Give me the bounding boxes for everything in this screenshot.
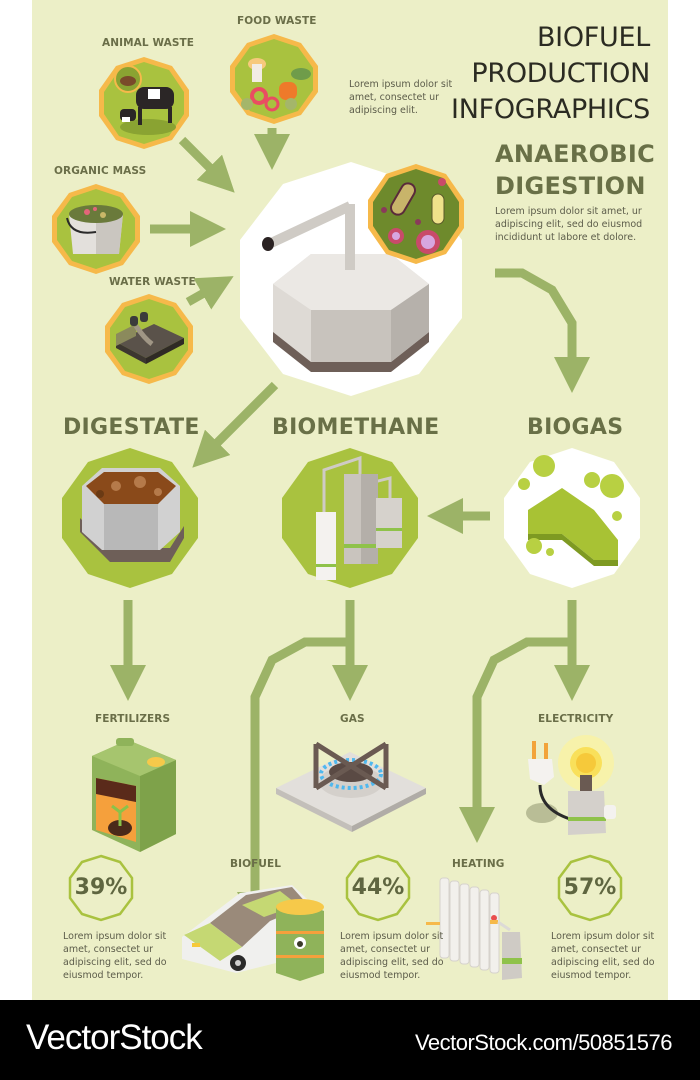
fertilizer-canister-icon	[92, 738, 176, 852]
radiator-icon	[426, 877, 522, 980]
label-fertilizers: FERTILIZERS	[95, 713, 171, 725]
label-animal-waste: ANIMAL WASTE	[102, 37, 195, 49]
label-water-waste: WATER WASTE	[109, 276, 196, 288]
label-heating: HEATING	[452, 858, 505, 870]
watermark-footer: VectorStock VectorStock.com/50851576	[0, 1000, 700, 1080]
gas-burner-icon	[276, 741, 426, 832]
label-biogas: BIOGAS	[527, 415, 624, 440]
label-gas: GAS	[340, 713, 365, 725]
digestion-title: ANAEROBIC DIGESTION	[495, 138, 655, 202]
label-electricity: ELECTRICITY	[538, 713, 614, 725]
plug-bulb-icon	[526, 735, 616, 835]
digestion-title-line-1: ANAEROBIC	[495, 140, 656, 168]
stat-text-3: Lorem ipsum dolor sit amet, consectet ur…	[551, 931, 655, 981]
stat-text-1: Lorem ipsum dolor sit amet, consectet ur…	[63, 931, 167, 981]
car-fuel-barrel-icon	[182, 885, 324, 981]
digestate-tank-icon	[62, 448, 198, 588]
label-organic-mass: ORGANIC MASS	[54, 165, 147, 177]
wastewater-icon	[105, 294, 193, 384]
label-biomethane: BIOMETHANE	[272, 415, 440, 440]
digestion-text: Lorem ipsum dolor sit amet, ur adipiscin…	[495, 206, 643, 243]
stat-ring-1	[68, 854, 134, 922]
flow-arrows	[110, 128, 590, 928]
title-line-2: INFOGRAPHICS	[451, 94, 650, 125]
bacteria-icon	[368, 164, 464, 264]
intro-text: Lorem ipsum dolor sit amet, consectet ur…	[349, 79, 453, 116]
stat-ring-3	[557, 854, 623, 922]
organic-bucket-icon	[52, 184, 140, 274]
biomethane-plant-icon	[282, 448, 418, 588]
stat-text-2: Lorem ipsum dolor sit amet, consectet ur…	[340, 931, 444, 981]
food-scraps-icon	[230, 34, 318, 124]
title-line-1: BIOFUEL PRODUCTION	[471, 22, 650, 89]
stat-value-2: 44%	[351, 875, 405, 900]
page-title: BIOFUEL PRODUCTION INFOGRAPHICS	[355, 20, 650, 128]
label-biofuel: BIOFUEL	[230, 858, 282, 870]
biogas-cloud-icon	[504, 448, 640, 588]
label-food-waste: FOOD WASTE	[237, 15, 317, 27]
stat-ring-2	[345, 854, 411, 922]
footer-brand: VectorStock	[26, 1018, 203, 1057]
stat-value-3: 57%	[563, 875, 617, 900]
digestion-title-line-2: DIGESTION	[495, 172, 646, 200]
label-digestate: DIGESTATE	[63, 415, 200, 440]
cow-manure-icon	[99, 57, 189, 149]
stat-value-1: 39%	[74, 875, 128, 900]
footer-url: VectorStock.com/50851576	[414, 1030, 673, 1055]
